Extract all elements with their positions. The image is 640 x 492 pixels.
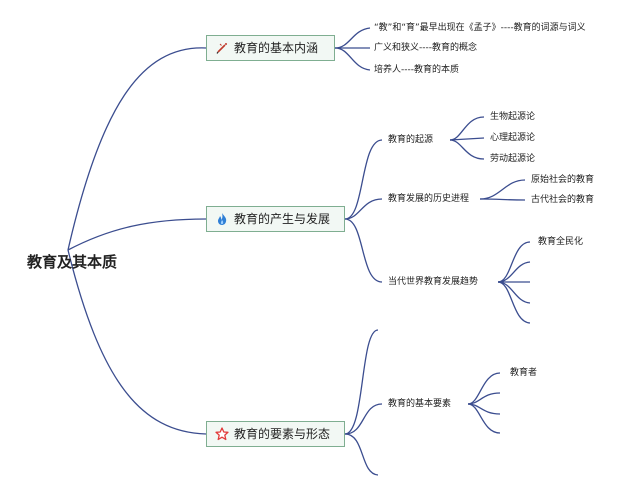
edge-history-2 (479, 198, 526, 201)
edge-elements-4 (467, 403, 501, 434)
topic-origin-development[interactable]: 教育的产生与发展 (206, 206, 345, 232)
edge-b2-c2 (344, 198, 383, 220)
subtopic-concept[interactable]: 广义和狭义----教育的概念 (374, 43, 477, 53)
subtopic-etymology[interactable]: “教”和“育”最早出现在《孟子》----教育的词源与词义 (374, 23, 586, 33)
leaf-educator[interactable]: 教育者 (510, 368, 538, 378)
leaf-psychological-origin[interactable]: 心理起源论 (490, 133, 536, 143)
edge-origin-2 (449, 137, 485, 141)
edge-root-branch1 (67, 47, 207, 251)
edge-b3-c3 (344, 433, 379, 476)
subtopic-basic-elements[interactable]: 教育的基本要素 (388, 399, 452, 409)
topic-label: 教育的产生与发展 (234, 212, 331, 226)
edge-b1-c3 (334, 47, 371, 71)
leaf-universal-education[interactable]: 教育全民化 (538, 237, 584, 247)
edge-b2-c3 (344, 218, 383, 283)
edge-origin-3 (449, 139, 485, 160)
edge-b1-c1 (334, 27, 371, 49)
topic-elements-forms[interactable]: 教育的要素与形态 (206, 421, 345, 447)
edge-trend-2 (497, 261, 531, 283)
leaf-labor-origin[interactable]: 劳动起源论 (490, 154, 536, 164)
leaf-biological-origin[interactable]: 生物起源论 (490, 112, 536, 122)
root-topic[interactable]: 教育及其本质 (27, 253, 118, 271)
edge-root-branch3 (67, 249, 207, 435)
edge-history-1 (479, 179, 526, 200)
topic-basic-meaning[interactable]: 教育的基本内涵 (206, 35, 335, 61)
topic-label: 教育的要素与形态 (234, 427, 331, 441)
edge-b2-c1 (344, 139, 383, 220)
fire-icon (218, 213, 227, 225)
subtopic-history[interactable]: 教育发展的历史进程 (388, 194, 470, 204)
edge-origin-1 (449, 116, 485, 141)
edge-b3-c2 (344, 403, 383, 435)
edge-trend-1 (497, 241, 531, 283)
leaf-ancient-education[interactable]: 古代社会的教育 (531, 195, 595, 205)
star-icon (215, 427, 229, 441)
topic-label: 教育的基本内涵 (234, 41, 319, 55)
edge-trend-5 (497, 281, 531, 324)
subtopic-essence[interactable]: 培养人----教育的本质 (374, 65, 459, 75)
edge-b3-c1 (344, 329, 379, 435)
leaf-primitive-education[interactable]: 原始社会的教育 (531, 175, 595, 185)
edge-elements-1 (467, 372, 501, 405)
subtopic-trends[interactable]: 当代世界教育发展趋势 (388, 277, 479, 287)
edge-trend-4 (497, 281, 531, 304)
edge-root-branch2 (67, 218, 207, 251)
pencil-icon (216, 43, 227, 54)
subtopic-origin[interactable]: 教育的起源 (388, 135, 434, 145)
